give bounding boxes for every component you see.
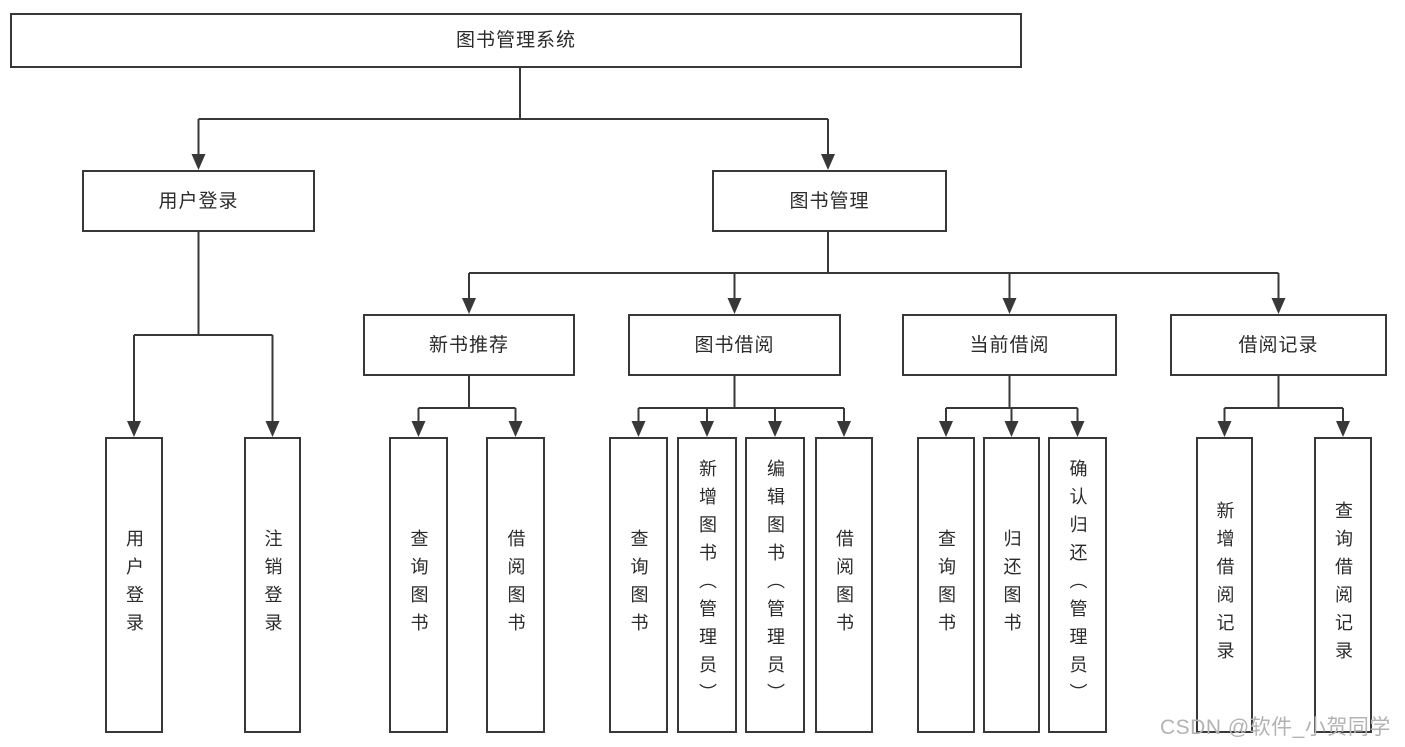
leaf-br-query-record-label: 查询借阅记录 — [1333, 501, 1353, 669]
node-new-book-recommend-label: 新书推荐 — [428, 334, 509, 356]
leaf-br-query-record: 查询借阅记录 — [1314, 437, 1372, 733]
leaf-cb-confirm-return-admin: 确认归还（管理员） — [1048, 437, 1107, 733]
leaf-cb-query-books-label: 查询图书 — [936, 529, 956, 641]
leaf-br-add-record-label: 新增借阅记录 — [1214, 501, 1235, 669]
leaf-bb-borrow-books: 借阅图书 — [815, 437, 873, 733]
node-user-login: 用户登录 — [82, 170, 315, 232]
node-borrow-records-label: 借阅记录 — [1238, 334, 1319, 356]
leaf-bb-borrow-books-label: 借阅图书 — [834, 529, 854, 641]
node-current-borrow: 当前借阅 — [902, 314, 1117, 376]
leaf-bb-add-books-admin-label: 新增图书（管理员） — [697, 459, 717, 711]
node-root-label: 图书管理系统 — [455, 30, 576, 51]
node-root: 图书管理系统 — [10, 13, 1022, 68]
leaf-bb-edit-books-admin: 编辑图书（管理员） — [745, 437, 805, 733]
leaf-logout-login: 注销登录 — [244, 437, 301, 733]
leaf-bb-query-books-label: 查询图书 — [628, 529, 649, 641]
leaf-logout-login-label: 注销登录 — [262, 529, 283, 641]
leaf-nb-borrow-books: 借阅图书 — [486, 437, 545, 733]
leaf-cb-return-books: 归还图书 — [983, 437, 1040, 733]
node-borrow-records: 借阅记录 — [1170, 314, 1387, 376]
leaf-cb-query-books: 查询图书 — [917, 437, 975, 733]
leaf-cb-confirm-return-admin-label: 确认归还（管理员） — [1067, 459, 1088, 711]
node-book-management: 图书管理 — [712, 170, 947, 232]
node-new-book-recommend: 新书推荐 — [363, 314, 575, 376]
leaf-cb-return-books-label: 归还图书 — [1001, 529, 1022, 641]
leaf-nb-borrow-books-label: 借阅图书 — [505, 529, 526, 641]
node-book-management-label: 图书管理 — [789, 190, 870, 212]
leaf-bb-add-books-admin: 新增图书（管理员） — [677, 437, 737, 733]
leaf-nb-query-books-label: 查询图书 — [408, 529, 429, 641]
csdn-watermark: CSDN @软件_小贺同学 — [1160, 716, 1391, 739]
leaf-user-login-label: 用户登录 — [124, 529, 144, 641]
leaf-br-add-record: 新增借阅记录 — [1196, 437, 1253, 733]
node-book-borrow-label: 图书借阅 — [694, 334, 775, 356]
leaf-user-login: 用户登录 — [105, 437, 163, 733]
leaf-bb-query-books: 查询图书 — [609, 437, 668, 733]
node-user-login-label: 用户登录 — [158, 190, 239, 212]
leaf-nb-query-books: 查询图书 — [389, 437, 448, 733]
node-current-borrow-label: 当前借阅 — [969, 334, 1050, 356]
arrowheads — [127, 154, 1350, 437]
leaf-bb-edit-books-admin-label: 编辑图书（管理员） — [765, 459, 785, 711]
node-book-borrow: 图书借阅 — [628, 314, 841, 376]
